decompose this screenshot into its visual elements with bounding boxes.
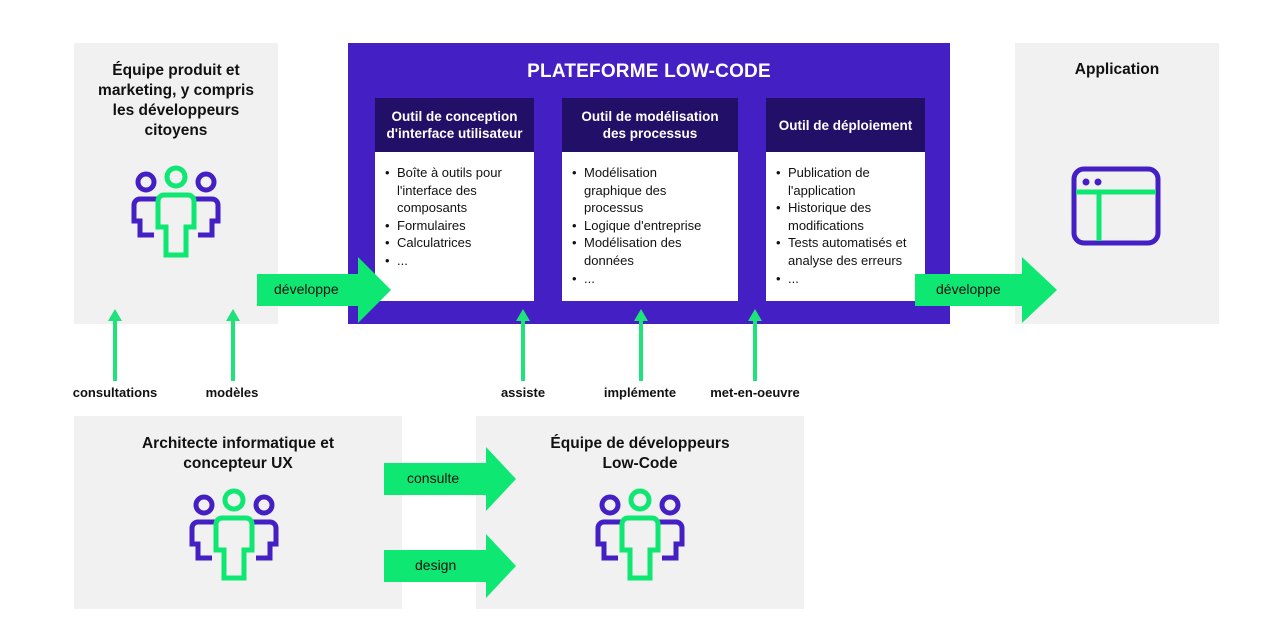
list-item: Publication del'application: [776, 164, 919, 199]
low-code-platform: PLATEFORME LOW-CODE Outil de conception …: [348, 43, 950, 324]
people-group-icon: [592, 488, 688, 584]
up-arrow-implements: [634, 309, 648, 381]
caption-assists: assiste: [500, 385, 546, 400]
title-line: Low-Code: [602, 455, 678, 472]
lowcode-team-panel: Équipe de développeurs Low-Code: [476, 416, 804, 609]
list-item: Logique d'entreprise: [572, 217, 732, 235]
lowcode-team-title: Équipe de développeurs Low-Code: [476, 434, 804, 474]
consult-arrow: consulte: [384, 447, 516, 511]
develops-arrow-to-application: développe: [915, 257, 1057, 323]
ui-design-tool: Outil de conception d'interface utilisat…: [375, 98, 534, 301]
deployment-tool: Outil de déploiement Publication del'app…: [766, 98, 925, 301]
app-window-icon: [1070, 165, 1162, 247]
list-item: ...: [385, 252, 528, 270]
caption-executes: met-en-oeuvre: [710, 385, 800, 400]
develops-arrow-to-platform: développe: [257, 257, 391, 323]
up-arrow-executes: [748, 309, 762, 381]
list-item: ...: [572, 270, 732, 288]
title-line: Équipe de développeurs: [550, 435, 730, 452]
caption-models: modèles: [205, 385, 259, 400]
arrow-label: design: [415, 557, 457, 573]
tool-header: Outil de conception d'interface utilisat…: [375, 98, 534, 152]
process-modeling-tool: Outil de modélisation des processus Modé…: [562, 98, 738, 301]
tool-title-line: d'interface utilisateur: [386, 126, 523, 141]
tool-title-line: Outil de modélisation: [581, 109, 719, 124]
title-line: concepteur UX: [183, 455, 293, 472]
arrow-label: développe: [936, 281, 1001, 297]
list-item: Formulaires: [385, 217, 528, 235]
title-line: Architecte informatique et: [141, 435, 335, 452]
title-line: citoyens: [144, 122, 208, 139]
product-team-title: Équipe produit et marketing, y compris l…: [74, 61, 278, 141]
product-team-panel: Équipe produit et marketing, y compris l…: [74, 43, 278, 324]
tool-title-line: Outil de conception: [391, 109, 518, 124]
list-item: Calculatrices: [385, 234, 528, 252]
title-line: marketing, y compris: [98, 82, 254, 99]
tool-header: Outil de déploiement: [766, 98, 925, 152]
caption-consultations: consultations: [72, 385, 158, 400]
people-group-icon: [186, 488, 282, 584]
architect-title: Architecte informatique et concepteur UX: [74, 434, 402, 474]
list-item: ...: [776, 270, 919, 288]
title-line: les développeurs: [112, 102, 240, 119]
architect-panel: Architecte informatique et concepteur UX: [74, 416, 402, 609]
arrow-label: développe: [274, 281, 339, 297]
up-arrow-assists: [516, 309, 530, 381]
title-line: Équipe produit et: [112, 62, 240, 79]
tool-feature-list: Publication del'application Historique d…: [766, 152, 925, 287]
platform-title: PLATEFORME LOW-CODE: [527, 61, 771, 82]
tool-title-line: Outil de déploiement: [778, 117, 913, 133]
arrow-label: consulte: [407, 470, 460, 486]
caption-implements: implémente: [603, 385, 677, 400]
design-arrow: design: [384, 534, 516, 598]
tool-title-line: des processus: [602, 126, 698, 141]
up-arrow-models: [226, 309, 240, 381]
people-group-icon: [128, 165, 224, 261]
tool-header: Outil de modélisation des processus: [562, 98, 738, 152]
application-title: Application: [1074, 61, 1160, 78]
application-panel: Application: [1015, 43, 1219, 324]
up-arrow-consultations: [108, 309, 122, 381]
